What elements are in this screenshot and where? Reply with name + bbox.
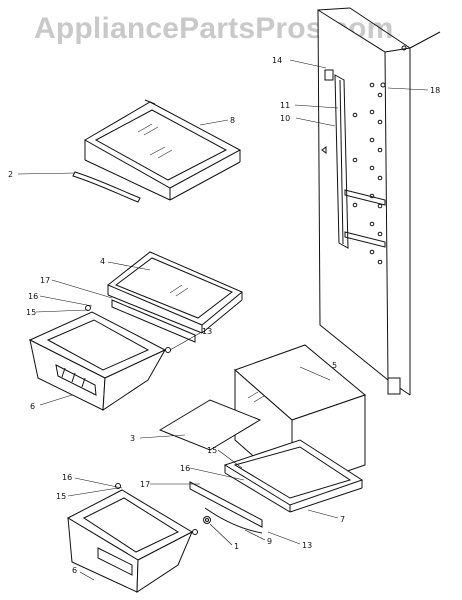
- callout-labels: 14 18 11 10 8 2 4 17 16 15 13 6 5 3 15 1…: [8, 56, 440, 575]
- callout-8: 8: [230, 116, 235, 125]
- callout-9: 9: [267, 537, 272, 546]
- callout-1: 1: [234, 542, 239, 551]
- callout-6-upper: 6: [30, 402, 35, 411]
- callout-16-lower: 16: [62, 473, 72, 482]
- callout-16-upper: 16: [28, 292, 38, 301]
- callout-17-upper: 17: [40, 276, 50, 285]
- callout-2: 2: [8, 170, 13, 179]
- crisper-frame-7: [223, 439, 364, 513]
- callout-3: 3: [130, 434, 135, 443]
- upper-drawer: [28, 305, 171, 411]
- callout-15-middle: 15: [207, 446, 217, 455]
- callout-13-upper: 13: [202, 327, 212, 336]
- shelf-trim-2: [72, 171, 141, 203]
- leader-lines: [17, 59, 429, 581]
- crisper-glass-3: [158, 399, 262, 451]
- lower-drawer: [66, 483, 198, 593]
- callout-18: 18: [430, 86, 440, 95]
- top-shelf: [83, 99, 242, 201]
- cabinet-liner: [317, 7, 441, 396]
- liner-holes: [352, 82, 386, 265]
- callout-15-upper: 15: [26, 308, 36, 317]
- callout-5: 5: [332, 361, 337, 370]
- callout-16-middle: 16: [180, 464, 190, 473]
- callout-11: 11: [280, 101, 290, 110]
- callout-6-lower: 6: [72, 566, 77, 575]
- callout-7: 7: [340, 515, 345, 524]
- callout-15-lower: 15: [56, 492, 66, 501]
- drawer-cover-17a: [111, 299, 196, 343]
- callout-4: 4: [100, 257, 105, 266]
- callout-10: 10: [280, 114, 290, 123]
- crisper-trim-17b-9: [189, 481, 263, 534]
- middle-shelf: [107, 251, 243, 334]
- callout-17-lower: 17: [140, 480, 150, 489]
- callout-14: 14: [272, 56, 282, 65]
- callout-13-lower: 13: [302, 541, 312, 550]
- shelf-support-rail: [321, 69, 349, 249]
- liner-brackets: [344, 189, 386, 248]
